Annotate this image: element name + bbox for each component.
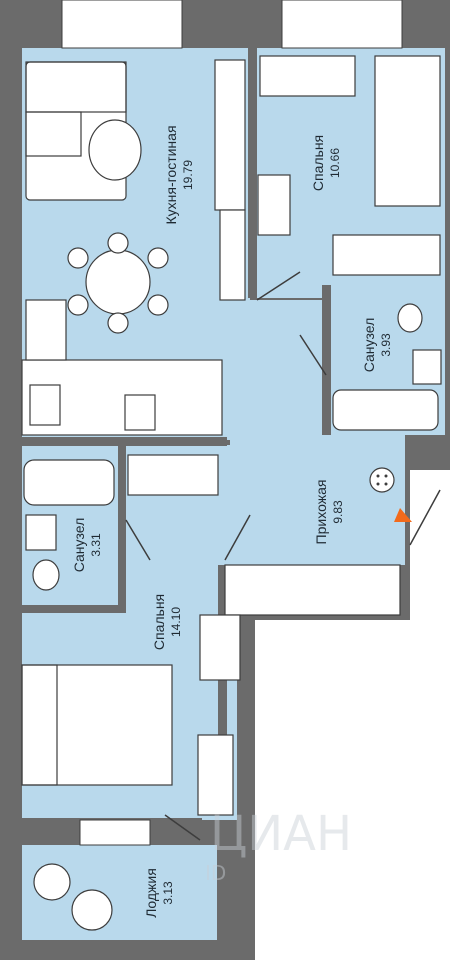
cabinet bbox=[219, 209, 246, 301]
room-area-bathroom-top: 3.93 bbox=[379, 333, 393, 357]
room-area-hallway: 9.83 bbox=[331, 500, 345, 524]
wardrobe-left bbox=[127, 454, 219, 496]
room-label-kitchen: Кухня-гостиная bbox=[163, 125, 179, 224]
room-label-bedroom-bottom: Спальня bbox=[151, 594, 167, 650]
entrance-arrow-icon bbox=[394, 508, 412, 522]
bathtub-top bbox=[332, 389, 439, 431]
room-area-loggia: 3.13 bbox=[161, 881, 175, 905]
ceiling-light-icon bbox=[369, 467, 395, 493]
toilet-top bbox=[397, 303, 423, 333]
room-area-bedroom-bottom: 14.10 bbox=[169, 607, 183, 637]
room-label-hallway: Прихожая bbox=[313, 480, 329, 545]
sink bbox=[29, 384, 61, 426]
toilet-left bbox=[32, 559, 60, 591]
coffee-table bbox=[88, 119, 142, 181]
room-label-loggia: Лоджия bbox=[143, 868, 159, 918]
room-area-bathroom-left: 3.31 bbox=[89, 533, 103, 557]
wardrobe-top bbox=[332, 234, 441, 276]
desk-bottom bbox=[197, 734, 234, 816]
room-label-bedroom-top: Спальня bbox=[310, 135, 326, 191]
stove bbox=[124, 394, 156, 431]
room-label-bathroom-top: Санузел bbox=[361, 318, 377, 373]
sink-left bbox=[25, 514, 57, 551]
hallway-wardrobe bbox=[224, 564, 401, 616]
watermark-logo: ЦИАН bbox=[210, 806, 352, 862]
door-swings bbox=[125, 271, 441, 841]
dresser bbox=[199, 614, 241, 681]
side-table bbox=[71, 889, 113, 931]
watermark-id: ID bbox=[205, 861, 226, 885]
bathtub-left bbox=[23, 459, 115, 506]
left-bathroom-fixtures bbox=[23, 454, 219, 591]
bottom-bedroom-furniture bbox=[21, 614, 241, 816]
kitchen-living-furniture bbox=[21, 59, 246, 436]
windows bbox=[61, 0, 403, 846]
armchair bbox=[33, 863, 71, 901]
room-label-bathroom-left: Санузел bbox=[71, 518, 87, 573]
top-bathroom-fixtures bbox=[332, 303, 442, 431]
bed-top bbox=[374, 55, 441, 207]
desk bbox=[259, 55, 356, 97]
sink-top bbox=[412, 349, 442, 385]
dining-table bbox=[85, 249, 151, 315]
tv-unit bbox=[214, 59, 246, 211]
top-bedroom-furniture bbox=[257, 55, 441, 276]
loggia-furniture bbox=[33, 863, 113, 931]
room-area-bedroom-top: 10.66 bbox=[328, 148, 342, 178]
bed-bottom bbox=[21, 664, 173, 786]
room-area-kitchen: 19.79 bbox=[181, 160, 195, 190]
